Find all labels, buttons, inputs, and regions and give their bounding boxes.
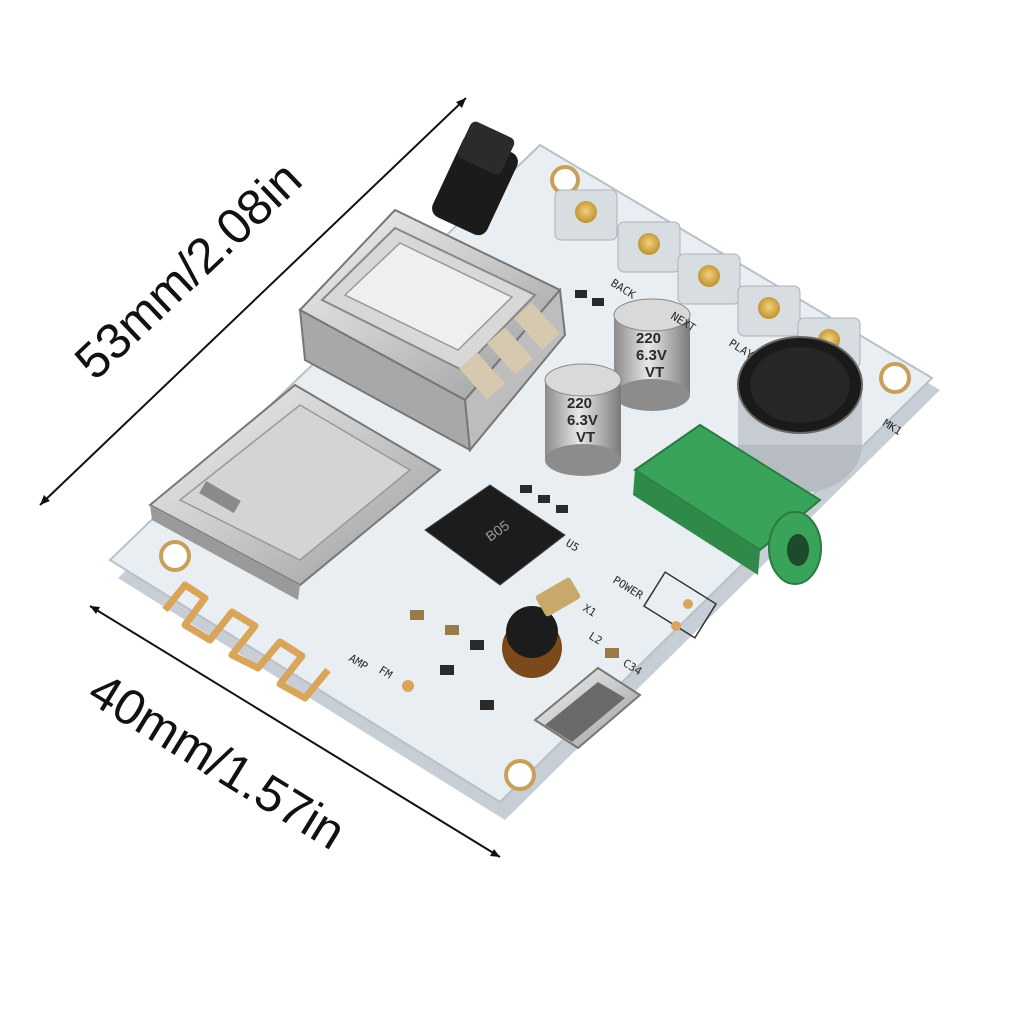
capacitor-top-series: VT <box>645 364 664 381</box>
button-3 <box>677 253 741 305</box>
silk-fm: FM <box>376 664 394 682</box>
capacitor-bottom-series: VT <box>576 429 595 446</box>
ir-receiver <box>432 121 518 236</box>
button-2 <box>617 221 681 273</box>
silk-x1: X1 <box>580 602 598 620</box>
smd-components <box>410 290 619 710</box>
silk-l2: L2 <box>586 630 604 648</box>
power-pad-1 <box>683 599 693 609</box>
usb-port <box>298 208 567 453</box>
capacitor-top: 220 6.3V VT <box>613 298 691 411</box>
silk-u5: U5 <box>563 537 581 555</box>
fm-pad <box>402 680 414 692</box>
capacitor-bottom-value: 220 <box>567 395 592 412</box>
crystal <box>535 577 581 617</box>
sd-card-slot <box>148 383 442 600</box>
capacitor-bottom: 220 6.3V VT <box>544 363 622 476</box>
inductor <box>502 606 562 678</box>
main-ic-chip: B05 <box>424 484 566 586</box>
capacitor-top-value: 220 <box>636 330 661 347</box>
micro-usb-port <box>533 666 642 750</box>
button-4 <box>737 285 801 337</box>
width-dimension-line <box>89 605 501 858</box>
length-dimension-label: 53mm/2.08in <box>64 150 312 390</box>
pcb-antenna-trace <box>162 581 331 702</box>
power-header-outline <box>642 571 718 639</box>
mounting-holes <box>159 165 911 791</box>
length-dimension-line <box>39 97 467 506</box>
power-pad-2 <box>671 621 681 631</box>
audio-jack <box>633 423 822 585</box>
microphone <box>737 336 863 493</box>
capacitor-bottom-voltage: 6.3V <box>567 412 598 429</box>
button-1 <box>554 189 618 241</box>
capacitor-top-voltage: 6.3V <box>636 347 667 364</box>
